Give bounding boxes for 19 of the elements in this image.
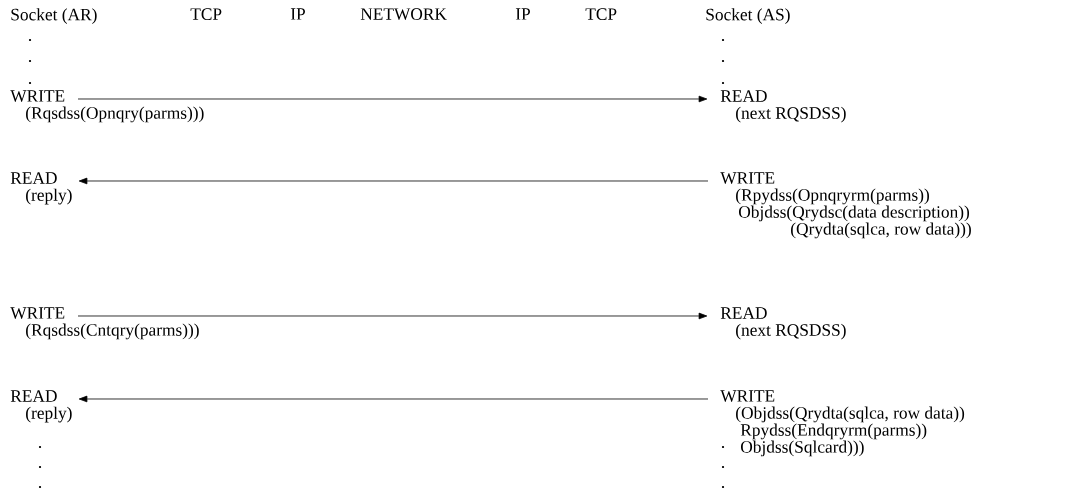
message-text: READ (next RQSDSS): [720, 307, 846, 340]
column-header: TCP: [190, 8, 222, 20]
arrow: [77, 312, 708, 320]
message-text: WRITE (Rpydss(Opnqryrm(parms)) Objdss(Qrydsc(data description)) (Qrydta(sqlca, row data))): [720, 172, 971, 239]
column-header: TCP: [585, 8, 617, 20]
message-text: READ (reply): [10, 390, 72, 423]
column-header: Socket (AS): [706, 8, 790, 24]
arrow: [77, 95, 708, 103]
column-header: Socket (AR): [11, 8, 97, 24]
message-text: WRITE (Rqsdss(Opnqry(parms))): [10, 90, 204, 123]
message-text: READ (next RQSDSS): [720, 90, 846, 123]
message-text: WRITE (Objdss(Qrydta(sqlca, row data)) Rpydss(Endqryrm(parms)) Objdss(Sqlcard))): [720, 390, 965, 457]
message-text: WRITE (Rqsdss(Cntqry(parms))): [10, 307, 199, 340]
arrow: [78, 177, 709, 185]
column-header: IP: [290, 8, 305, 20]
message-text: READ (reply): [10, 172, 72, 205]
arrow: [78, 395, 709, 403]
column-header: IP: [515, 8, 530, 20]
column-header: NETWORK: [360, 8, 447, 20]
